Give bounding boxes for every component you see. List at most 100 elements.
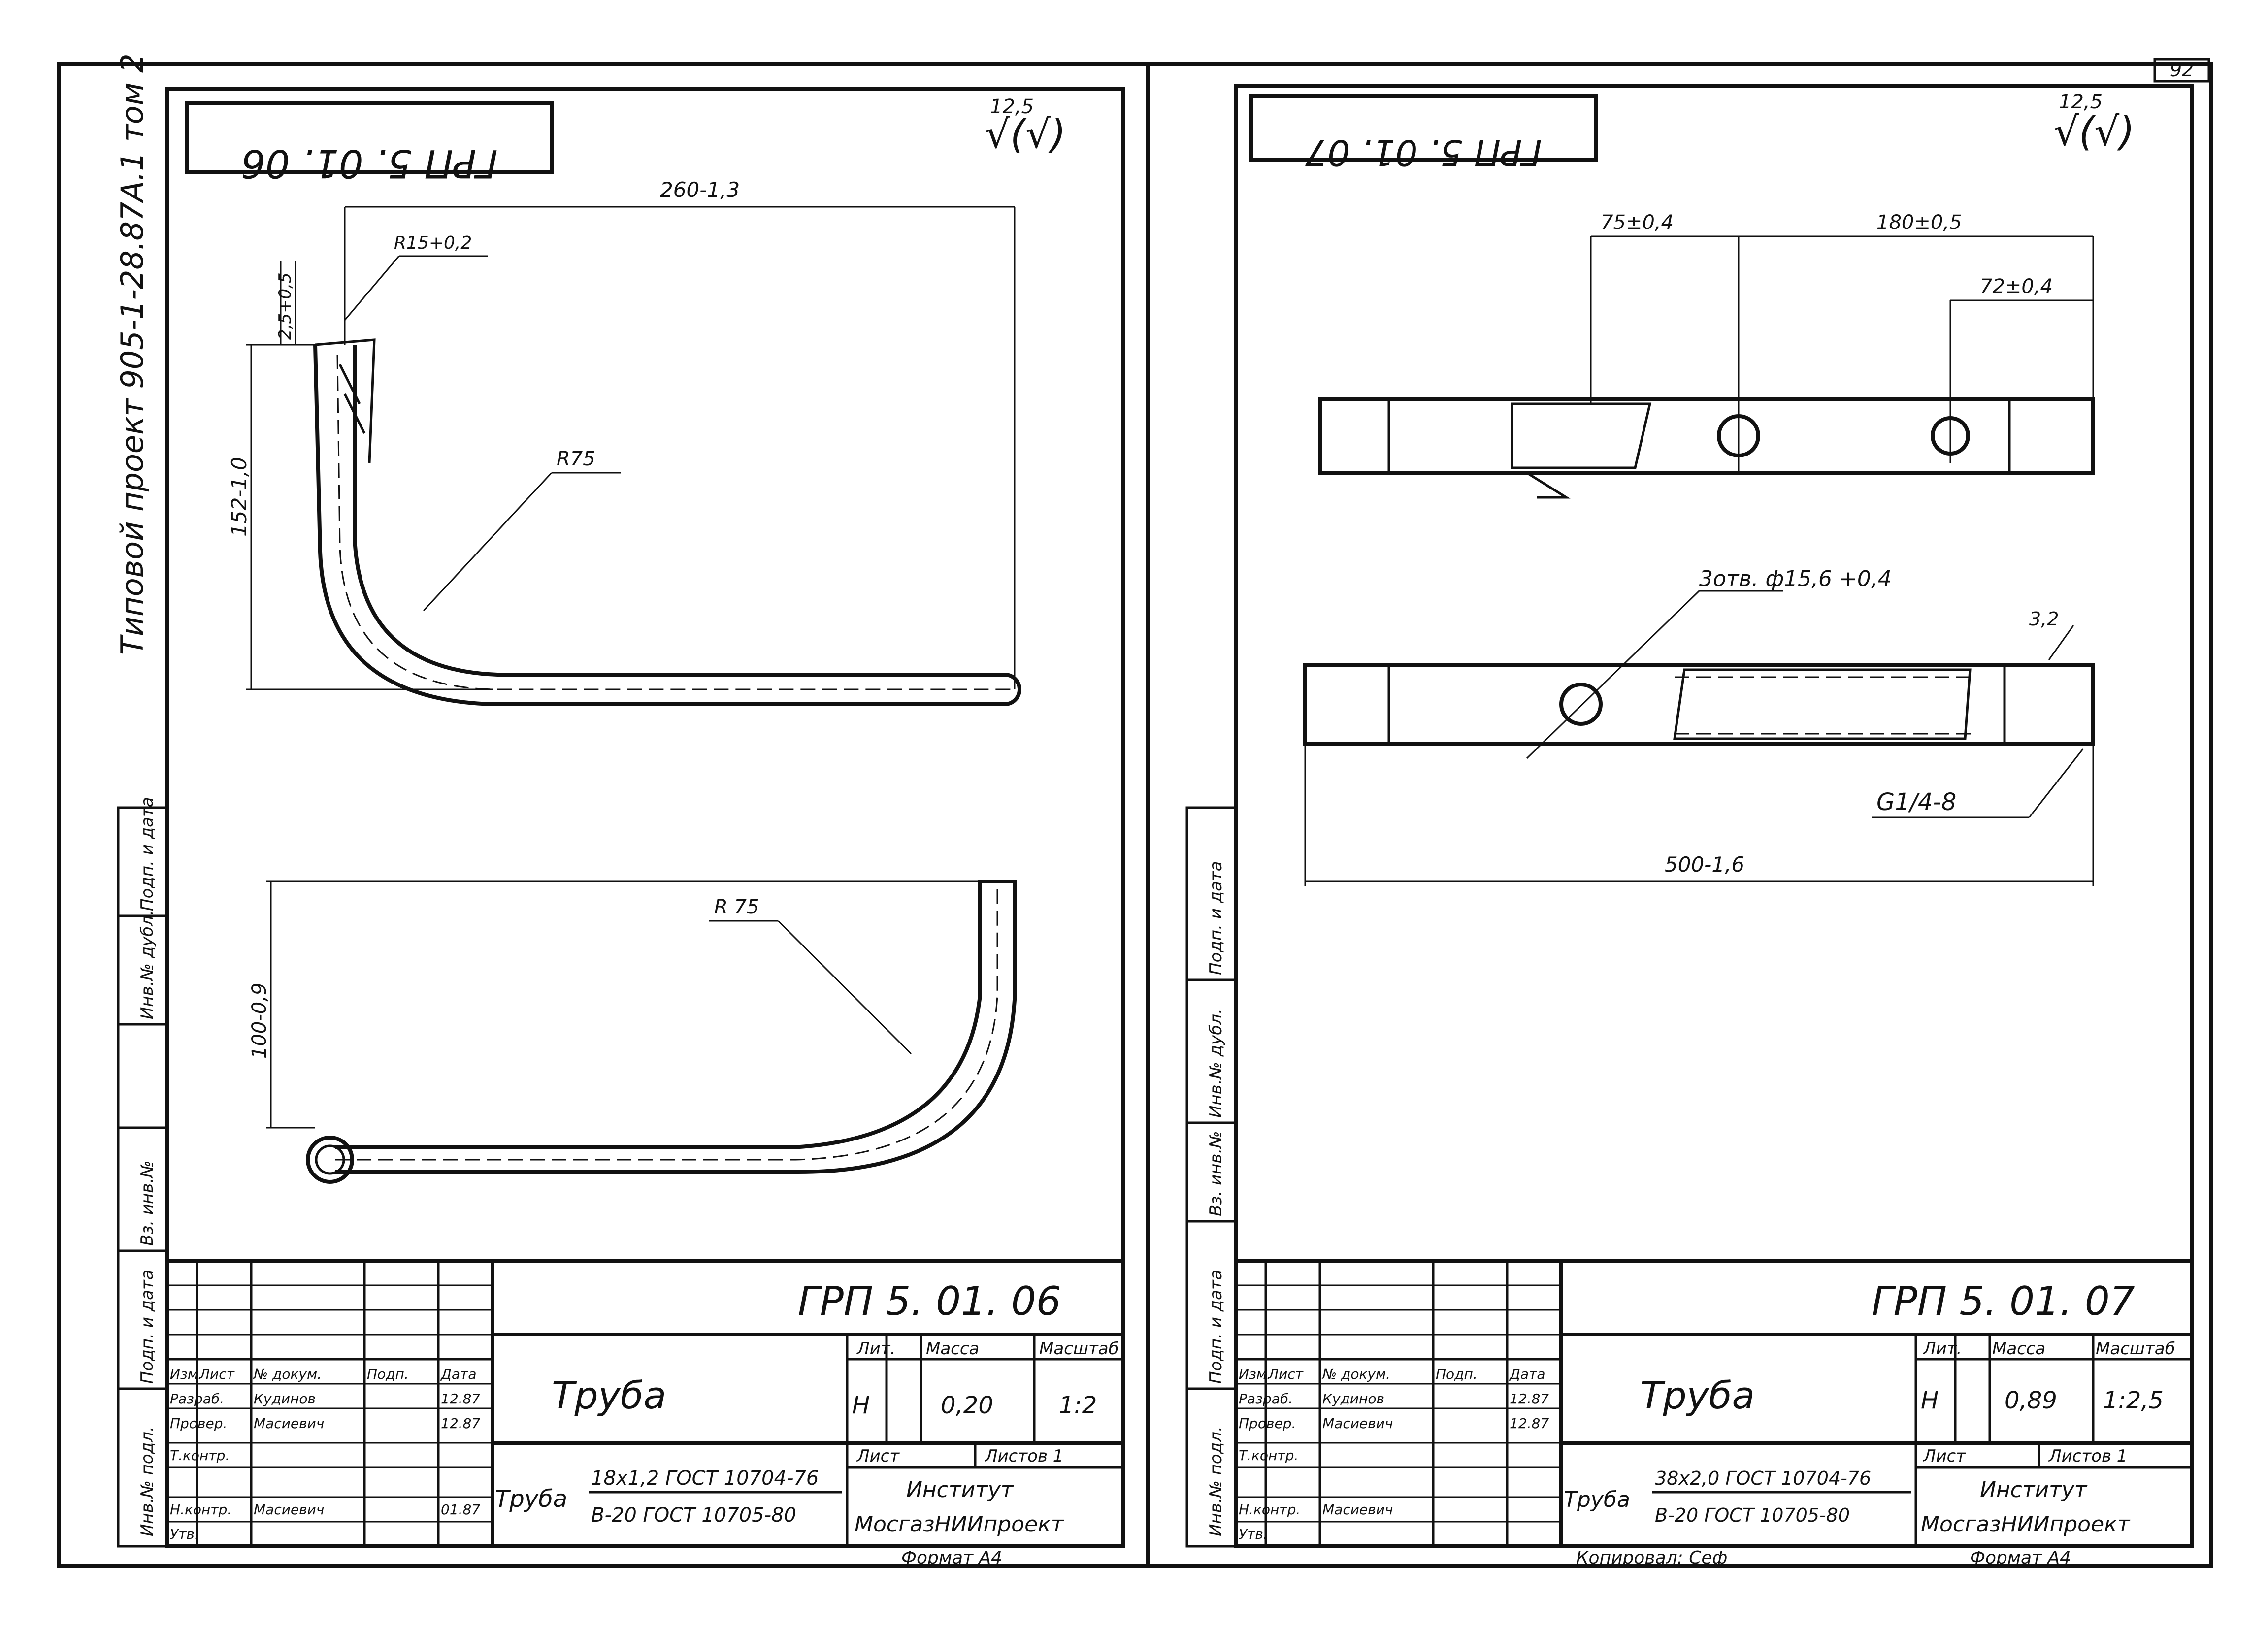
right-tb-r1-c1: Кудинов [1322,1391,1384,1407]
left-part-name: Труба [552,1373,666,1417]
right-side-stamp-4: Подп. и дата [1206,1270,1226,1384]
left-title-block: Изм. Лист № докум. Подп. Дата Разраб. Ку… [165,1259,1125,1548]
dim-height: 152-1,0 [227,457,251,537]
right-tb-r0-c2: № докум. [1321,1366,1390,1382]
right-mirrored-stamp-box [1249,94,1598,162]
right-tb-r0-c3: Подп. [1436,1366,1478,1382]
left-sheet-label: Лист [856,1446,900,1466]
bent-tube-bottom-centerline [335,881,998,1161]
dim-radius-small: R15+0,2 [394,233,472,253]
right-material-2: В-20 ГОСТ 10705-80 [1655,1504,1850,1526]
left-sheet: Типовой проект 905-1-28.87А.1 том 2 ГРП … [114,53,1125,1568]
left-tb-r2-c0: Провер. [170,1415,227,1432]
left-tb-r0-c1: Лист [199,1366,235,1382]
right-tb-r5-c1: Масиевич [1322,1501,1393,1518]
left-material-prefix: Труба [495,1485,567,1513]
bent-tube-bottom-outer [335,880,1017,1174]
left-material-1: 18х1,2 ГОСТ 10704-76 [591,1467,819,1490]
right-side-stamp: Подп. и дата Инв.№ дубл. Вз. инв.№ Подп.… [1185,806,1238,1548]
left-org-1: Институт [906,1477,1014,1502]
cut-detail [1511,402,1652,499]
dim-thread-len: 3,2 [2029,608,2059,630]
dim-length: 260-1,3 [660,178,740,202]
dim-radius-top: R75 [557,448,595,470]
left-drawing-code: ГРП 5. 01. 06 [798,1278,1061,1324]
right-drawing-code: ГРП 5. 01. 07 [1872,1278,2135,1324]
right-top-view: 75±0,4 180±0,5 72±0,4 [1318,211,2095,499]
left-tb-r5-c4: 01.87 [441,1501,480,1518]
left-scale: 1:2 [1059,1392,1097,1419]
left-tb-r1-c4: 12.87 [441,1391,480,1407]
left-side-stamp-5: Инв.№ подл. [137,1426,157,1536]
right-material-prefix: Труба [1564,1487,1630,1512]
left-mass: 0,20 [941,1392,993,1419]
right-title-block: Изм. Лист № докум. Подп. Дата Разраб. Ку… [1234,1259,2194,1548]
right-tb-r0-c4: Дата [1509,1366,1545,1382]
right-sheets-label: Листов 1 [2048,1446,2127,1466]
leader-r75-top [423,472,553,612]
right-side-stamp-5: Инв.№ подл. [1206,1426,1226,1536]
right-roughness-value: 12,5 [2059,91,2103,113]
right-scale: 1:2,5 [2103,1387,2164,1414]
right-tb-r1-c0: Разраб. [1239,1391,1293,1407]
left-roughness-value: 12,5 [990,96,1034,118]
right-head-lit: Лит. [1922,1339,1962,1359]
left-side-stamp-1: Подп. и дата [137,797,157,911]
bent-tube-centerline [336,354,1015,690]
leader-r15 [344,256,400,321]
right-org-2: МосгазНИИпроект [1921,1512,2131,1537]
tube-end-inner [315,1144,345,1175]
dim-thread: G1/4-8 [1876,788,1956,816]
right-side-stamp-3: Вз. инв.№ [1206,1131,1226,1216]
right-sheet: ГРП 5. 01. 07 12,5 √(√) 75±0,4 180±0,5 7… [1185,84,2194,1568]
right-mass: 0,89 [2005,1387,2057,1414]
tube-end-outer [306,1136,354,1184]
left-lit: Н [852,1392,870,1419]
right-copied: Копировал: Сеф [1576,1548,1727,1568]
left-tb-r0-c2: № докум. [253,1366,322,1382]
right-tb-r3-c0: Т.контр. [1239,1447,1298,1464]
right-tb-r0-c1: Лист [1268,1366,1304,1382]
left-side-stamp-3: Вз. инв.№ [137,1160,157,1246]
right-side-view: 3отв. ф15,6 +0,4 3,2 G1/4-8 500-1,6 [1303,566,2095,886]
left-tb-r2-c4: 12.87 [441,1415,480,1432]
left-tb-r5-c1: Масиевич [254,1501,324,1518]
thread-hatch [1673,668,1972,740]
left-head-lit: Лит. [856,1339,895,1359]
right-material-1: 38х2,0 ГОСТ 10704-76 [1655,1467,1871,1489]
dim-radius-bottom: R 75 [714,896,759,918]
left-inner-frame [165,87,1125,1548]
left-tb-r2-c1: Масиевич [254,1415,324,1432]
right-inner-frame [1234,84,2194,1548]
left-bottom-view: 100-0,9 R 75 [248,880,1017,1184]
dim-height-bottom: 100-0,9 [248,983,271,1059]
right-format: Формат А4 [1970,1548,2071,1568]
left-side-stamp: Подп. и дата Инв.№ дубл. Вз. инв.№ Подп.… [117,797,169,1548]
margin-project-title: Типовой проект 905-1-28.87А.1 том 2 [114,53,150,655]
left-mirrored-stamp-box [185,101,554,174]
left-tb-r0-c0: Изм. [170,1366,202,1382]
left-tb-r1-c0: Разраб. [170,1391,224,1407]
dim-total: 500-1,6 [1665,852,1744,877]
page-number: 92 [2170,59,2194,81]
left-tb-r0-c3: Подп. [367,1366,409,1382]
left-tb-r5-c0: Н.контр. [170,1501,231,1518]
weld-detail [315,338,376,463]
left-side-stamp-2: Инв.№ дубл. [137,910,157,1019]
right-roughness-symbol: √(√) [2054,109,2135,155]
left-material-2: В-20 ГОСТ 10705-80 [591,1504,796,1527]
left-roughness-symbol: √(√) [985,111,1066,157]
right-lit: Н [1921,1387,1939,1414]
left-tb-r1-c1: Кудинов [254,1391,316,1407]
left-tb-r0-c4: Дата [440,1366,477,1382]
leader-r75-bottom [777,920,912,1055]
dim-d3: 72±0,4 [1980,275,2053,298]
right-tb-r2-c4: 12.87 [1510,1415,1549,1432]
left-tb-r3-c0: Т.контр. [170,1447,230,1464]
dim-d2: 180±0,5 [1876,211,1962,234]
right-tb-r6-c0: Утв. [1239,1526,1268,1542]
left-sheets-label: Листов 1 [984,1446,1063,1466]
right-sheet-label: Лист [1922,1446,1966,1466]
left-tb-r6-c0: Утв. [170,1526,199,1542]
